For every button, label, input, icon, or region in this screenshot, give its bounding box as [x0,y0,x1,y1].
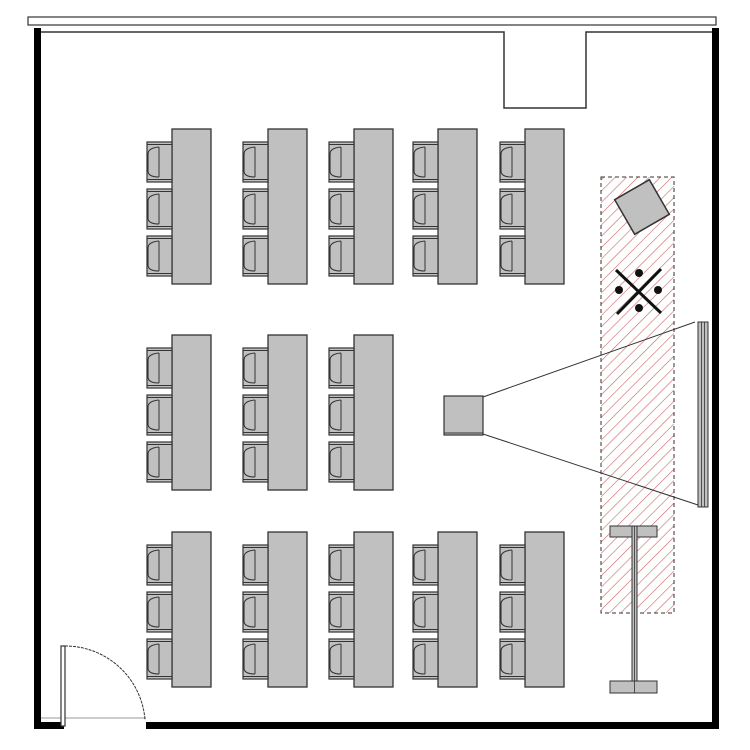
chair-icon [242,141,269,183]
chair-icon [412,591,439,633]
chair-icon [242,441,269,483]
presenter-position-icon [614,267,663,316]
desk-group [146,128,212,285]
table [353,128,394,285]
chair-icon [146,638,173,680]
projection-screen-icon [697,321,709,508]
door-icon[interactable] [60,645,146,727]
chair-icon [499,235,526,277]
presenter-table-icon [613,178,671,236]
chair-icon [499,188,526,230]
chair-icon [412,638,439,680]
chair-icon [412,141,439,183]
desk-group [412,531,478,688]
table [171,334,212,491]
chair-icon [328,394,355,436]
chair-icon [412,188,439,230]
table [524,128,565,285]
desk-groups [146,128,565,688]
chair-icon [242,544,269,586]
chair-icon [328,188,355,230]
table [267,334,308,491]
projection-beam-top [482,321,696,398]
desk-group [328,531,394,688]
chair-icon [328,441,355,483]
lectern-icon [609,525,658,694]
chair-icon [146,441,173,483]
projection-beam-bottom [482,433,699,506]
bottom-wall [146,722,719,729]
chair-icon [146,544,173,586]
desk-group [242,531,308,688]
chair-icon [146,394,173,436]
chair-icon [499,638,526,680]
left-wall [34,28,41,728]
chair-icon [146,188,173,230]
desk-group [412,128,478,285]
chair-icon [146,141,173,183]
chair-icon [328,638,355,680]
right-wall [712,28,719,728]
chair-icon [146,347,173,389]
chair-icon [499,544,526,586]
chair-icon [242,591,269,633]
chair-icon [242,347,269,389]
inner-wall-alcove [41,31,713,109]
table [267,128,308,285]
chair-icon [499,141,526,183]
chair-icon [242,188,269,230]
desk-group [499,128,565,285]
bottom-wall-left [34,722,64,729]
desk-group [242,334,308,491]
table [171,128,212,285]
table [437,531,478,688]
desk-group [499,531,565,688]
chair-icon [242,235,269,277]
desk-group [328,128,394,285]
chair-icon [412,544,439,586]
desk-group [328,334,394,491]
table [353,531,394,688]
desk-group [146,531,212,688]
table [171,531,212,688]
chair-icon [499,591,526,633]
chair-icon [146,591,173,633]
chair-icon [328,591,355,633]
chair-icon [328,347,355,389]
chair-icon [242,638,269,680]
chair-icon [328,235,355,277]
projector-icon [443,395,484,436]
chair-icon [242,394,269,436]
top-wall-outline [27,16,717,26]
desk-group [242,128,308,285]
chair-icon [146,235,173,277]
table [353,334,394,491]
table [267,531,308,688]
table [437,128,478,285]
chair-icon [328,141,355,183]
desk-group [146,334,212,491]
chair-icon [412,235,439,277]
table [524,531,565,688]
chair-icon [328,544,355,586]
